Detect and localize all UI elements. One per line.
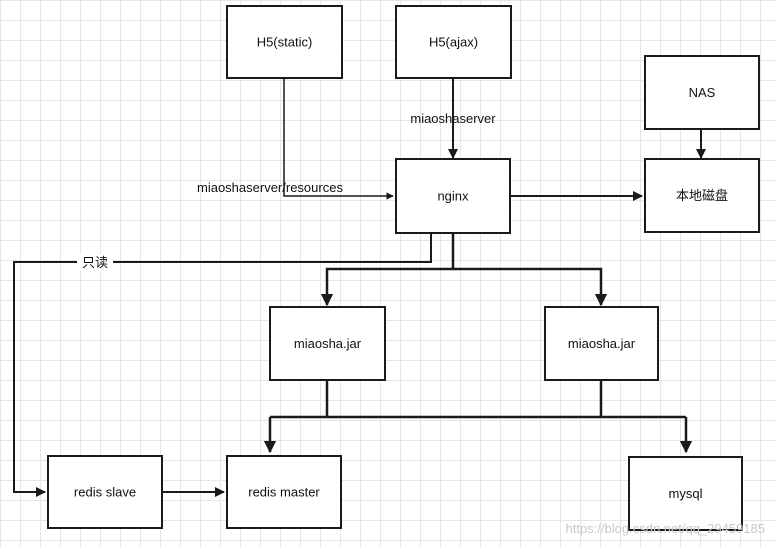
node-nas-label: NAS [689,85,716,100]
node-jar-right: miaosha.jar [544,306,659,381]
node-h5-ajax: H5(ajax) [395,5,512,79]
node-redis-slave-label: redis slave [74,485,136,500]
node-nginx-label: nginx [437,189,469,204]
edge-nginx-to-jar-right [453,267,608,307]
node-jar-right-label: miaosha.jar [568,336,636,351]
edge-label-resources: miaoshaserver/resources [197,180,343,195]
node-local-disk: 本地磁盘 [644,158,760,233]
node-redis-slave: redis slave [47,455,163,529]
node-jar-left-label: miaosha.jar [294,336,362,351]
edge-static-to-nginx [283,78,394,200]
edge-nginx-to-jar-left [320,267,453,307]
node-h5-static-label: H5(static) [257,35,313,50]
node-redis-master-label: redis master [248,485,320,500]
edge-label-readonly: 只读 [82,255,108,270]
node-h5-static: H5(static) [226,5,343,79]
node-nginx: nginx [395,158,511,234]
edge-label-miaoshaserver: miaoshaserver [410,111,496,126]
edge-nginx-to-redis-slave [13,234,432,497]
edge-label-readonly-bg [77,254,113,271]
node-local-disk-label: 本地磁盘 [676,188,728,203]
node-h5-ajax-label: H5(ajax) [429,35,478,50]
node-mysql-label: mysql [669,486,703,501]
node-nas: NAS [644,55,760,130]
node-redis-master: redis master [226,455,342,529]
node-mysql: mysql [628,456,743,531]
watermark-text: https://blog.csdn.net/qq_29459185 [566,521,766,536]
node-jar-left: miaosha.jar [269,306,386,381]
